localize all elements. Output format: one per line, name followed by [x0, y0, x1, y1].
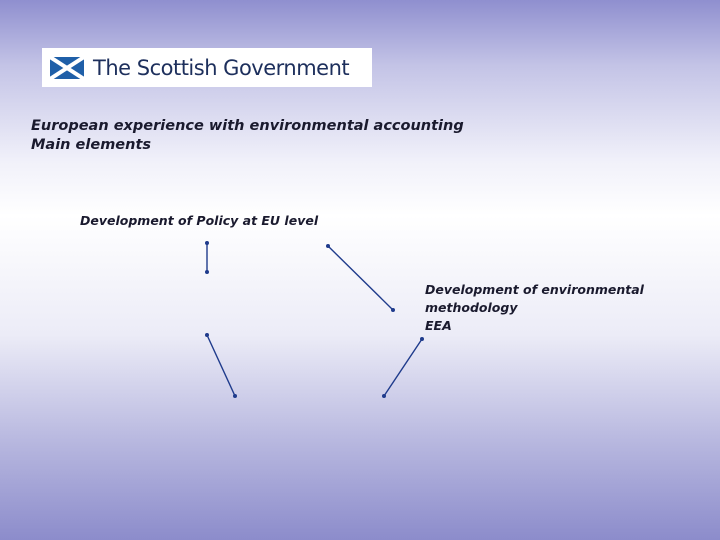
policy-node-label: Development of Policy at EU level — [80, 213, 319, 228]
policy-vertical-connector — [205, 241, 209, 274]
policy-node: Development of Policy at EU level — [80, 212, 318, 230]
scottish-government-logo: The Scottish Government — [42, 48, 372, 87]
methodology-node: Development of environmental methodology… — [425, 281, 644, 335]
logo-wordmark: The Scottish Government — [93, 55, 350, 80]
slide-title: European experience with environmental a… — [31, 117, 464, 155]
left-diagonal-connector — [205, 333, 237, 398]
methodology-line-1: Development of environmental — [425, 282, 644, 297]
methodology-line-3: EEA — [425, 318, 452, 333]
title-line-2: Main elements — [31, 137, 152, 153]
right-diagonal-connector — [382, 337, 424, 398]
saltire-flag-icon — [50, 56, 84, 79]
policy-methodology-connector — [326, 244, 395, 312]
methodology-line-2: methodology — [425, 300, 518, 315]
title-line-1: European experience with environmental a… — [31, 118, 464, 134]
